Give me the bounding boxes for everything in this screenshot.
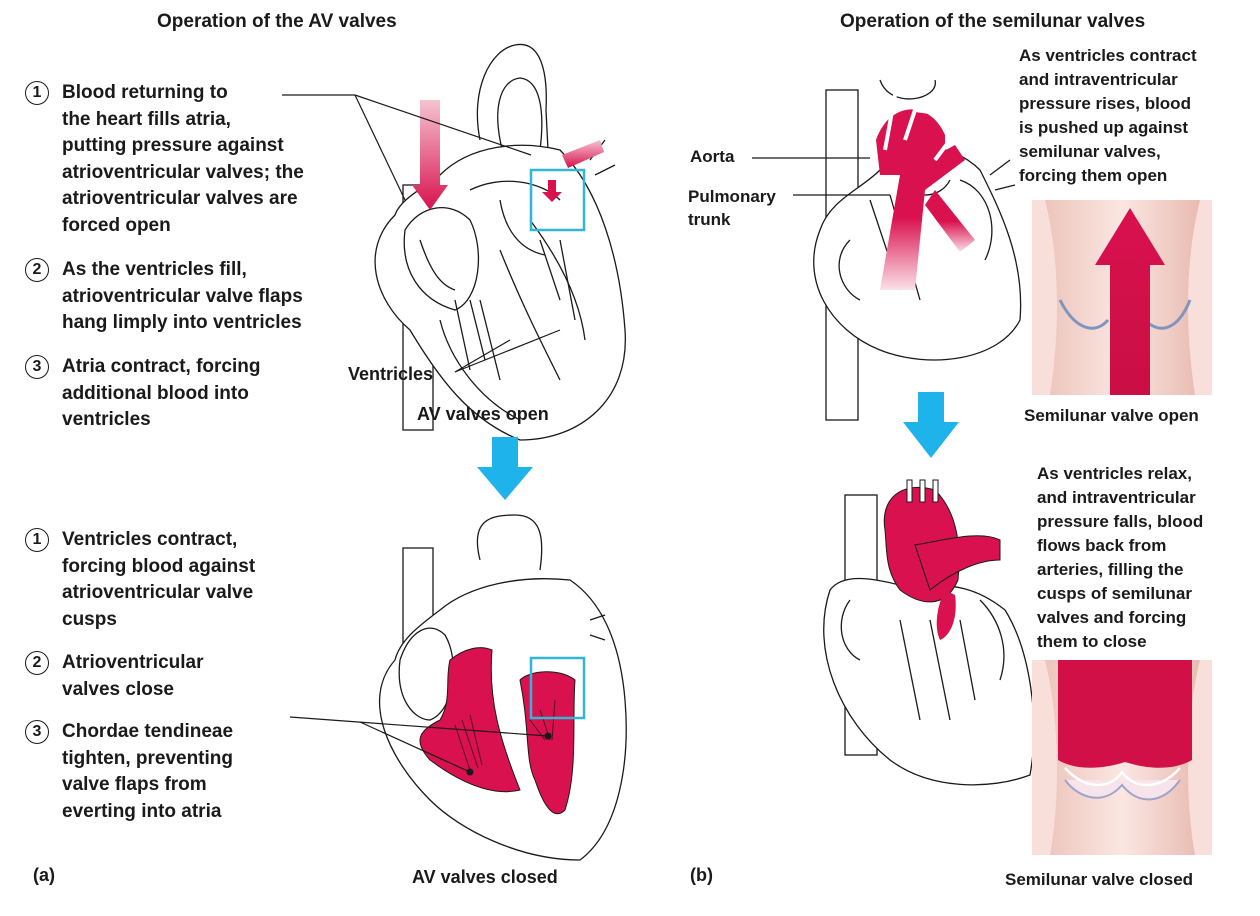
step-number: 2 [25, 651, 49, 675]
step-line: cusps [62, 608, 117, 630]
step-line: As the ventricles fill, [62, 259, 247, 280]
pointer-lines-closed [289, 716, 549, 773]
step-line: additional blood into [62, 382, 249, 404]
step-line: Ventricles contract, [62, 529, 238, 550]
text-line: flows back from [1037, 536, 1167, 555]
step-line: putting pressure against [62, 135, 284, 156]
step-line: atrioventricular valve [62, 582, 254, 603]
step-line: everting into atria [62, 800, 222, 822]
step-number: 3 [25, 355, 49, 379]
text-line: arteries, filling the [1037, 560, 1184, 579]
caption-av-open: AV valves open [417, 404, 549, 424]
highlight-box-av-open [529, 168, 586, 232]
up-arrow-icon [1095, 208, 1165, 395]
text-line: pressure falls, blood [1037, 512, 1204, 531]
down-arrow-icon [477, 437, 533, 500]
text-line: semilunar valves, [1019, 142, 1161, 161]
step-line: atrioventricular valves; the [62, 161, 304, 183]
semilunar-valve-closed-image [1032, 660, 1212, 855]
caption-semilunar-open: Semilunar valve open [1024, 406, 1199, 425]
text-line: pressure rises, blood [1019, 94, 1191, 113]
step-number: 1 [25, 528, 49, 552]
right-ventricle-blood [419, 647, 521, 793]
down-arrow-icon [903, 392, 959, 458]
pulmonary-label-line: Pulmonary [688, 187, 776, 206]
text-line: and intraventricular [1019, 70, 1178, 89]
step-line: forcing blood against [62, 555, 256, 577]
step-line: the heart fills atria, [62, 108, 231, 130]
step-text: Atria contract, forcing additional blood… [62, 354, 260, 434]
caption-av-closed: AV valves closed [412, 867, 558, 887]
panel-b-title: Operation of the semilunar valves [840, 11, 1146, 32]
semilunar-open-text: As ventricles contract and intraventricu… [1019, 44, 1197, 188]
text-line: cusps of semilunar [1037, 584, 1192, 603]
text-line: is pushed up against [1019, 118, 1189, 137]
text-line: forcing them open [1019, 166, 1168, 185]
step-line: Atria contract, forcing [62, 356, 261, 377]
aorta-label: Aorta [690, 147, 735, 166]
left-ventricle-blood [519, 671, 576, 815]
heart-semilunar-closed [823, 494, 1035, 786]
highlight-box-av-closed [529, 656, 586, 720]
pointer-lines-open [282, 94, 561, 373]
step-line: Chordae tendineae [62, 721, 234, 742]
aorta-pointers [752, 157, 890, 196]
ventricles-label: Ventricles [348, 364, 434, 384]
heart-av-closed [378, 514, 627, 861]
text-line: them to close [1037, 632, 1147, 651]
step-line: forced open [62, 214, 171, 236]
step-line: ventricles [62, 409, 151, 430]
panel-a-letter: (a) [33, 865, 55, 885]
step-line: hang limply into ventricles [62, 312, 302, 333]
step-line: Blood returning to [62, 82, 228, 103]
blood-flow-arrow [412, 100, 448, 210]
step-line: tighten, preventing [62, 747, 233, 769]
pulmonary-label-line: trunk [688, 210, 731, 229]
step-number: 2 [25, 258, 49, 282]
step-text: Atrioventricular valves close [62, 650, 203, 703]
step-text: Chordae tendineae tighten, preventing va… [62, 719, 233, 825]
step-text: Ventricles contract, forcing blood again… [62, 527, 255, 633]
step-line: atrioventricular valves are [62, 188, 298, 209]
text-line: and intraventricular [1037, 488, 1196, 507]
step-text: Blood returning to the heart fills atria… [62, 80, 304, 239]
text-line: valves and forcing [1037, 608, 1187, 627]
panel-b-letter: (b) [690, 865, 713, 885]
step-line: valves close [62, 678, 174, 700]
step-number: 1 [25, 81, 49, 105]
step-line: valve flaps from [62, 774, 207, 795]
step-line: Atrioventricular [62, 652, 204, 673]
text-line: As ventricles contract [1019, 46, 1197, 65]
text-line: As ventricles relax, [1037, 464, 1192, 483]
step-line: atrioventricular valve flaps [62, 285, 303, 307]
semilunar-closed-text: As ventricles relax, and intraventricula… [1037, 462, 1203, 654]
panel-a-title: Operation of the AV valves [157, 11, 397, 32]
aorta-blood [876, 109, 945, 175]
semilunar-valve-open-image [1032, 200, 1212, 395]
step-text: As the ventricles fill, atrioventricular… [62, 257, 303, 337]
pulmonary-trunk-label: Pulmonary trunk [688, 185, 776, 231]
caption-semilunar-closed: Semilunar valve closed [1005, 870, 1194, 889]
step-number: 3 [25, 720, 49, 744]
